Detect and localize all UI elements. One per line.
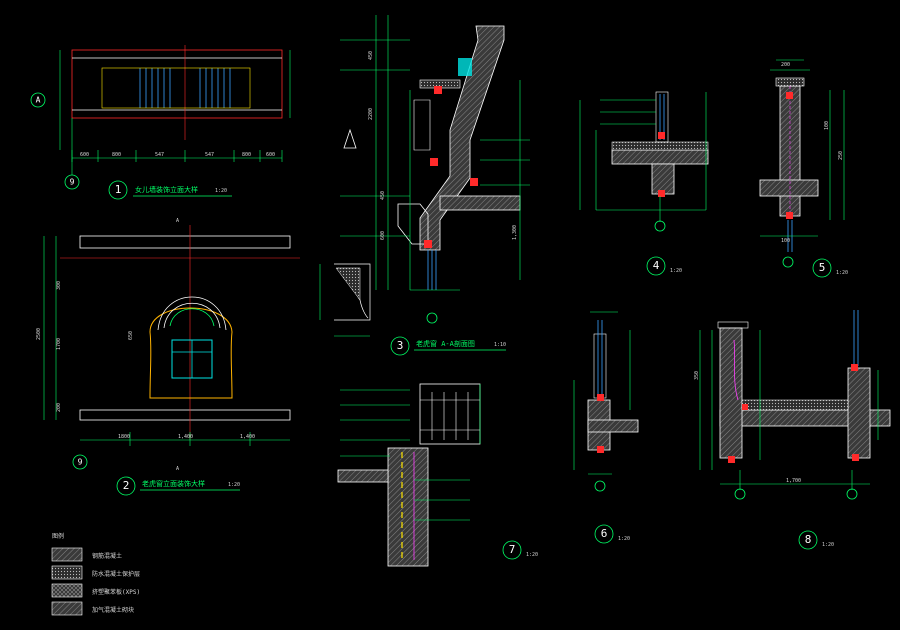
d2-dim-1: 1,400 [178, 434, 193, 440]
detail-4-section: 4 1:20 [579, 91, 709, 276]
detail-5-number: 5 [819, 261, 826, 274]
d2-vdim-4: 200 [56, 403, 62, 412]
material-legend: 图例 钢筋混凝土 防水混凝土保护层 挤塑聚苯板(XPS) 加气混凝土砌块 [51, 532, 140, 616]
d1-dim-5: 600 [266, 152, 275, 158]
d2-vdim-1: 300 [56, 281, 62, 290]
detail-3-aa-section: 2200 450 600 450 1,300 3 老虎窗 A-A剖面图 1:10 [319, 15, 530, 356]
detail-3-title: 老虎窗 A-A剖面图 [416, 339, 475, 348]
detail-1-number: 1 [115, 183, 122, 196]
detail-8-number: 8 [805, 533, 812, 546]
detail-3-scale: 1:10 [494, 342, 506, 348]
d2-vdim-2: 1700 [56, 338, 62, 350]
d8-dim-1: 1,700 [786, 478, 801, 484]
d1-dim-1: 800 [112, 152, 121, 158]
detail-6-number: 6 [601, 527, 608, 540]
legend-item-3: 加气混凝土砌块 [92, 606, 134, 614]
d1-dim-4: 800 [242, 152, 251, 158]
d3-vdim-2: 600 [380, 231, 386, 240]
detail-7-balcony-section: 7 1:20 [337, 383, 538, 567]
detail-6-scale: 1:20 [618, 536, 630, 542]
d3-vdim-0: 2200 [368, 108, 374, 120]
detail-2-number: 2 [123, 479, 130, 492]
d8-dim-0: 350 [694, 371, 700, 380]
d2-section-mark-bottom: A [176, 466, 179, 472]
detail-8-scale: 1:20 [822, 542, 834, 548]
d2-vdim-0: 2500 [36, 328, 42, 340]
detail-3-number: 3 [397, 339, 404, 352]
detail-1-title: 女儿墙装饰立面大样 [135, 185, 198, 194]
d2-section-mark-top: A [176, 218, 179, 224]
d2-axis-9-bubble: 9 [78, 458, 83, 467]
d5-dim-0: 200 [781, 62, 790, 68]
detail-1-scale: 1:20 [215, 188, 227, 194]
axis-9-bubble: 9 [70, 178, 75, 187]
d1-dim-2: 547 [155, 152, 164, 158]
detail-4-number: 4 [653, 259, 660, 272]
legend-swatch-2 [51, 583, 83, 598]
d2-vdim-3: 650 [128, 331, 134, 340]
detail-7-number: 7 [509, 543, 516, 556]
detail-4-scale: 1:20 [670, 268, 682, 274]
detail-8-section: 350 1,700 8 1:20 [694, 310, 891, 550]
detail-5-section: 200 100 250 100 5 1:20 [759, 59, 848, 278]
legend-swatch-1 [51, 565, 83, 580]
d1-dim-3: 547 [205, 152, 214, 158]
d1-dim-0: 600 [80, 152, 89, 158]
legend-item-0: 钢筋混凝土 [92, 552, 122, 560]
d5-dim-3: 100 [781, 238, 790, 244]
detail-1-parapet-elevation: 600 800 547 547 800 600 A 9 1 女儿墙装饰立面大样 … [30, 45, 291, 200]
legend-item-1: 防水混凝土保护层 [92, 570, 140, 578]
d3-vdim-1: 450 [380, 191, 386, 200]
detail-5-scale: 1:20 [836, 270, 848, 276]
legend-item-2: 挤塑聚苯板(XPS) [92, 588, 140, 596]
legend-title: 图例 [52, 532, 64, 540]
d3-vdim-3: 450 [368, 51, 374, 60]
legend-swatch-0 [51, 547, 83, 562]
detail-2-scale: 1:20 [228, 482, 240, 488]
d2-dim-0: 1800 [118, 434, 130, 440]
legend-swatch-3 [51, 601, 83, 616]
d5-dim-1: 100 [824, 121, 830, 130]
detail-2-title: 老虎窗立面装饰大样 [142, 479, 205, 488]
axis-a-bubble: A [36, 96, 41, 105]
d3-vdim-4: 1,300 [512, 225, 518, 240]
d2-dim-2: 1,400 [240, 434, 255, 440]
detail-6-section: 6 1:20 [573, 311, 639, 544]
detail-7-scale: 1:20 [526, 552, 538, 558]
d5-dim-2: 250 [838, 151, 844, 160]
detail-2-dormer-elevation: 1800 1,400 1,400 2500 300 1700 650 200 A… [36, 218, 300, 496]
